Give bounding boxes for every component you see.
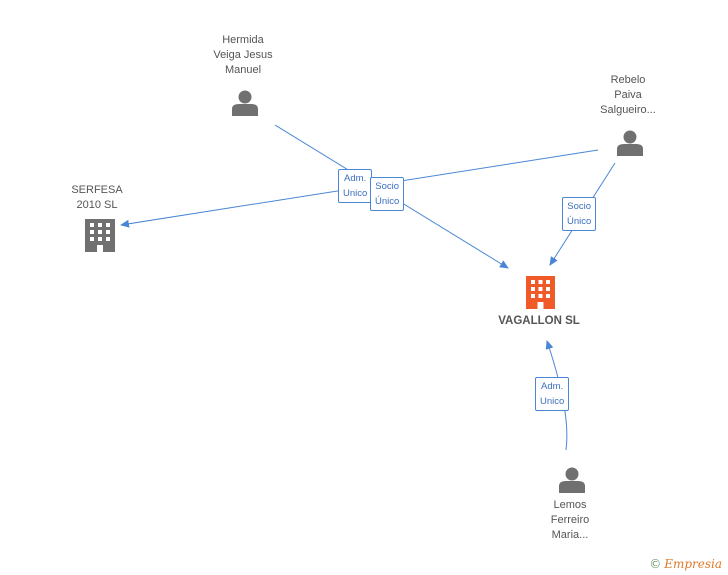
building-icon[interactable] [85, 219, 115, 252]
edge-label-adm-unico: Adm. Unico [535, 377, 570, 411]
person-icon[interactable] [617, 130, 643, 157]
edge-label-socio-unico: Socio Único [562, 197, 597, 231]
node-label-serfesa[interactable]: SERFESA 2010 SL [71, 184, 123, 211]
node-label-hermida[interactable]: Hermida Veiga Jesus Manuel [213, 34, 273, 76]
node-label-lemos[interactable]: Lemos Ferreiro Maria... [550, 499, 590, 541]
edge-label-adm-unico: Adm. Unico [338, 169, 373, 203]
empresia-logo: Empresia [664, 557, 722, 571]
node-label-rebelo[interactable]: Rebelo Paiva Salgueiro... [600, 74, 656, 116]
copyright-icon: © [649, 557, 662, 571]
edge-label-socio-unico: Socio Único [370, 177, 405, 211]
main-company-icon[interactable] [526, 276, 555, 309]
node-label-vagallon[interactable]: VAGALLON SL [498, 315, 580, 327]
person-icon[interactable] [232, 90, 258, 117]
empresia-watermark: ©Empresia [649, 557, 722, 571]
person-icon[interactable] [559, 467, 585, 494]
